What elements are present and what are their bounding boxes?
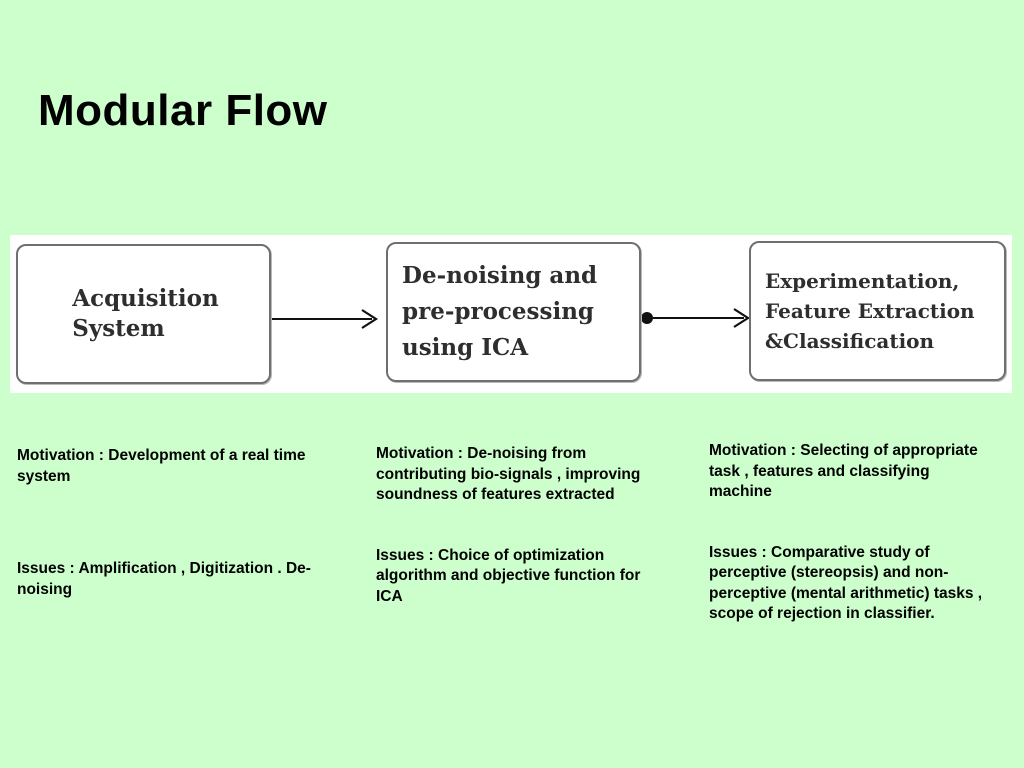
issues-text: Issues : Comparative study of perceptive… — [709, 543, 983, 623]
arrowhead-1 — [361, 309, 379, 329]
stage-label-line: System — [72, 315, 165, 342]
slide-title: Modular Flow — [38, 86, 328, 135]
notes-column-classification: Motivation : Selecting of appropriate ta… — [709, 441, 994, 625]
stage-label-line: Feature Extraction — [765, 299, 975, 323]
issues-text: Issues : Amplification , Digitization . … — [17, 560, 311, 598]
arrowhead-2 — [733, 308, 751, 328]
stage-experimentation-classification: Experimentation, Feature Extraction &Cla… — [749, 241, 1006, 381]
motivation-text: Motivation : Development of a real time … — [17, 447, 306, 485]
stage-label-line: &Classification — [765, 329, 935, 353]
stage-label-line: using ICA — [402, 334, 529, 362]
connector-dot-2 — [641, 312, 653, 324]
notes-column-denoising: Motivation : De-noising from contributin… — [376, 444, 666, 607]
stage-label-line: Experimentation, — [765, 269, 960, 293]
flow-diagram: Acquisition System De-noising and pre-pr… — [10, 235, 1012, 393]
motivation-text: Motivation : De-noising from contributin… — [376, 445, 641, 503]
stage-denoising-ica: De-noising and pre-processing using ICA — [386, 242, 641, 382]
stage-acquisition-system: Acquisition System — [16, 244, 271, 384]
stage-label-line: pre-processing — [402, 297, 594, 325]
notes-column-acquisition: Motivation : Development of a real time … — [17, 446, 317, 600]
motivation-text: Motivation : Selecting of appropriate ta… — [709, 442, 978, 500]
stage-label-line: De-noising and — [402, 261, 598, 289]
issues-text: Issues : Choice of optimization algorith… — [376, 546, 641, 605]
stage-label-line: Acquisition — [72, 285, 219, 313]
